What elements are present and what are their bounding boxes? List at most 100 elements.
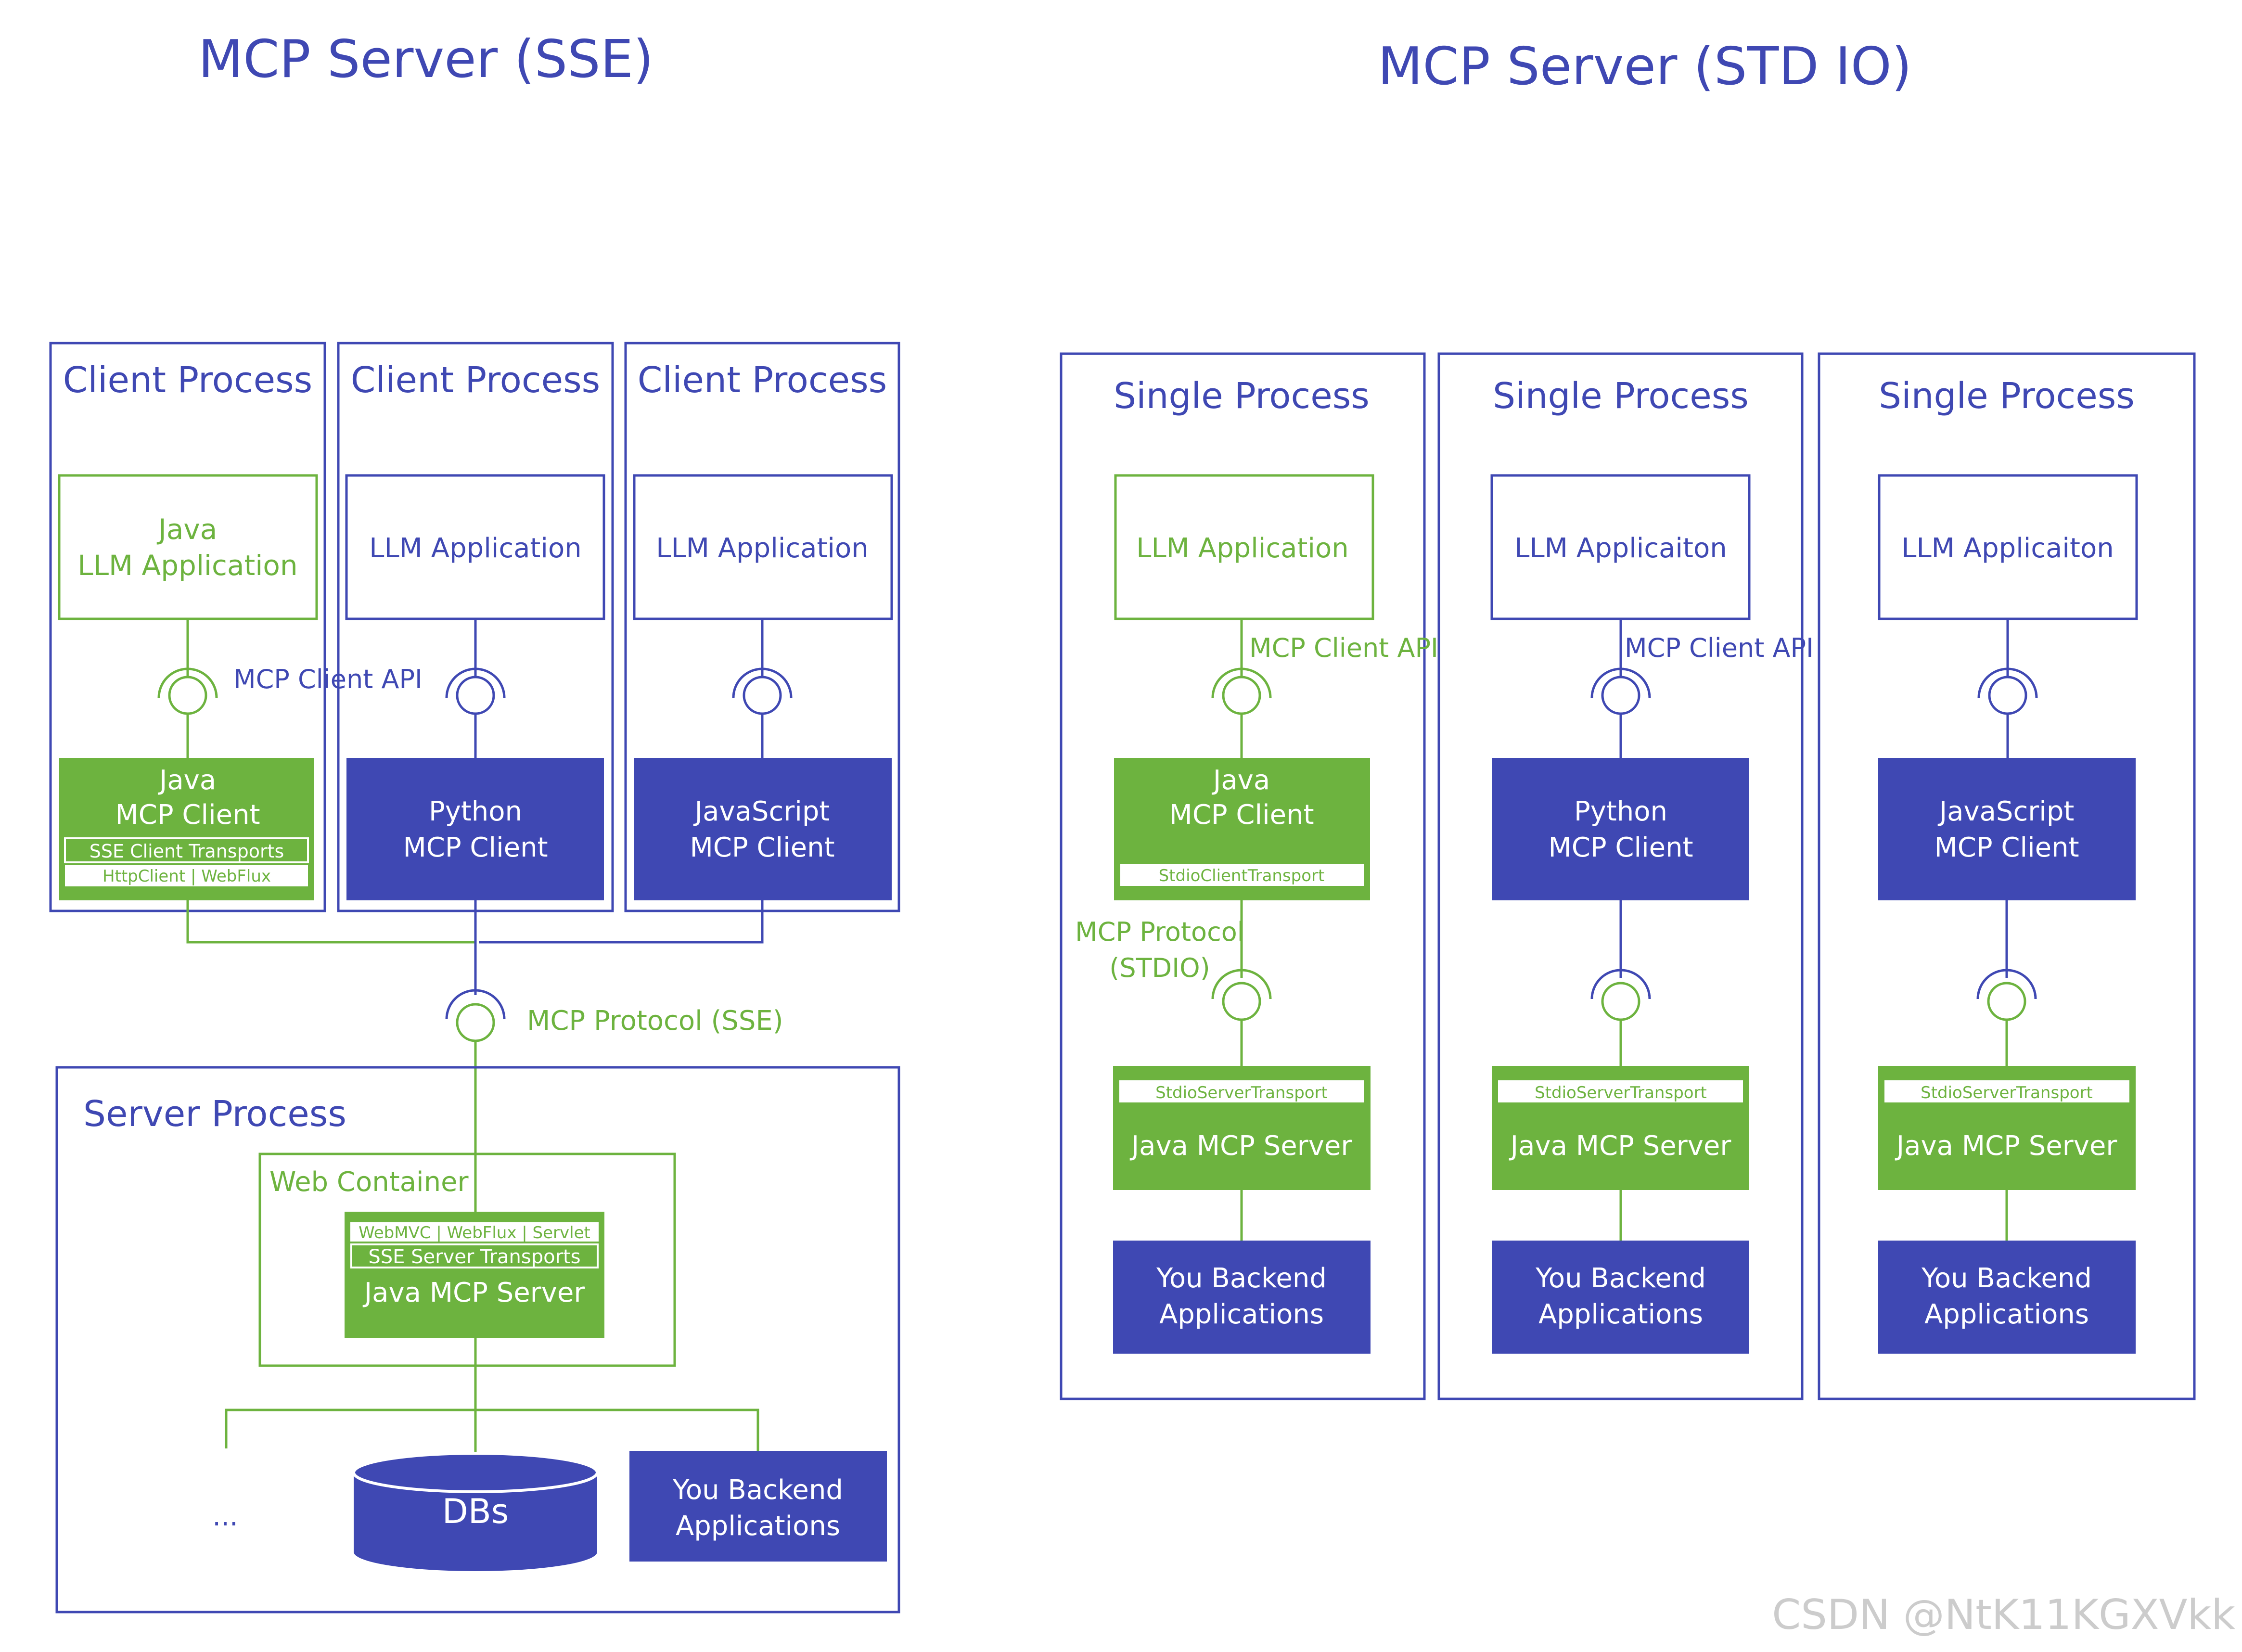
stdio-client-transport-label: StdioClientTransport <box>1159 866 1325 885</box>
sse-server-sub-label: WebMVC | WebFlux | Servlet <box>359 1223 590 1242</box>
java-mcp-client-line2: MCP Client <box>115 799 260 831</box>
java-mcp-client-line1: Java <box>158 765 216 796</box>
protocol-lollipop-icon <box>1222 982 1261 1021</box>
stdio-java-mcp-client-line1: Java <box>1212 765 1270 796</box>
python-mcp-client-line1: Python <box>429 796 522 827</box>
stdio-javascript-mcp-client-line1: JavaScript <box>1938 796 2075 827</box>
api-lollipop-icon <box>1222 676 1261 715</box>
api-socket-icon <box>1977 667 2038 698</box>
stdio-python-mcp-client-box <box>1492 758 1749 900</box>
client-process-title-3: Client Process <box>638 359 887 401</box>
api-lollipop-icon <box>1601 676 1640 715</box>
stdio-backend-3-line1: You Backend <box>1921 1263 2092 1294</box>
sse-client-transports-box <box>64 837 309 863</box>
sse-server-transports-label: SSE Server Transports <box>368 1246 580 1268</box>
dbs-cylinder-icon <box>354 1473 597 1571</box>
web-container-label: Web Container <box>269 1166 469 1198</box>
api-socket-icon <box>1590 667 1651 698</box>
stdio-mcp-client-api-label-2: MCP Client API <box>1625 633 1814 663</box>
python-mcp-client-line2: MCP Client <box>403 832 548 863</box>
server-backend-connectors <box>225 1409 759 1451</box>
stdio-javascript-mcp-client-line2: MCP Client <box>1934 832 2079 863</box>
protocol-lollipop-icon <box>1601 982 1640 1021</box>
single-process-title-1: Single Process <box>1114 375 1370 417</box>
protocol-lollipop-icon <box>456 1003 495 1042</box>
stdio-backend-1-line1: You Backend <box>1156 1263 1327 1294</box>
llm-app-label-3: LLM Application <box>656 533 868 564</box>
single-process-box-1 <box>1060 352 1426 1400</box>
stdio-server-transport-label-3: StdioServerTransport <box>1921 1083 2093 1102</box>
api-lollipop-icon <box>743 676 782 715</box>
api-lollipop-icon <box>168 676 207 715</box>
stdio-backend-box-3 <box>1878 1241 2136 1354</box>
stdio-backend-box-1 <box>1113 1241 1371 1354</box>
stdio-llm-app-label-3: LLM Applicaiton <box>1901 533 2114 564</box>
stdio-python-mcp-client-line1: Python <box>1574 796 1667 827</box>
protocol-lollipop-icon <box>1987 982 2026 1021</box>
stdio-java-mcp-server-label-1: Java MCP Server <box>1130 1130 1353 1162</box>
stdio-java-mcp-server-label-3: Java MCP Server <box>1895 1130 2118 1162</box>
sse-backend-line1: You Backend <box>672 1474 843 1506</box>
stdio-java-mcp-server-label-2: Java MCP Server <box>1509 1130 1732 1162</box>
javascript-client-connector <box>479 900 764 944</box>
stdio-backend-2-line2: Applications <box>1538 1299 1703 1330</box>
api-socket-icon <box>732 667 793 698</box>
sse-java-mcp-server-label: Java MCP Server <box>363 1277 586 1308</box>
api-lollipop-icon <box>456 676 495 715</box>
stdio-java-mcp-client-line2: MCP Client <box>1169 799 1314 831</box>
protocol-socket-icon <box>1211 969 1272 999</box>
javascript-mcp-client-line2: MCP Client <box>690 832 834 863</box>
client-process-title-1: Client Process <box>63 359 312 401</box>
stdio-llm-app-label-2: LLM Applicaiton <box>1514 533 1727 564</box>
client-process-title-2: Client Process <box>351 359 600 401</box>
api-socket-icon <box>157 667 218 698</box>
server-process-box <box>55 1066 900 1614</box>
server-process-title: Server Process <box>83 1093 346 1135</box>
llm-app-label-2: LLM Application <box>369 533 581 564</box>
stdio-backend-1-line2: Applications <box>1159 1299 1324 1330</box>
javascript-mcp-client-box <box>634 758 892 900</box>
java-llm-app-line2: LLM Application <box>77 549 297 582</box>
python-mcp-client-box <box>346 758 604 900</box>
sse-backend-box <box>629 1451 887 1562</box>
stdio-llm-app-label-1: LLM Application <box>1136 533 1348 564</box>
stdio-javascript-mcp-client-box <box>1878 758 2136 900</box>
mcp-protocol-sse-label: MCP Protocol (SSE) <box>527 1005 783 1037</box>
stdio-backend-box-2 <box>1492 1241 1749 1354</box>
mcp-client-api-label: MCP Client API <box>233 664 423 694</box>
sse-client-transports-label: SSE Client Transports <box>90 841 284 862</box>
more-ellipsis: ... <box>212 1501 238 1532</box>
java-llm-app-line1: Java <box>157 513 218 546</box>
single-process-title-2: Single Process <box>1493 375 1749 417</box>
protocol-socket-icon <box>1590 969 1651 999</box>
stdio-server-transport-label-2: StdioServerTransport <box>1535 1083 1707 1102</box>
sse-client-transports-sub: HttpClient | WebFlux <box>102 867 271 886</box>
stdio-mcp-client-api-label-1: MCP Client API <box>1249 633 1438 663</box>
single-process-box-3 <box>1818 352 2196 1400</box>
api-socket-icon <box>445 667 506 698</box>
java-client-connector <box>186 900 475 944</box>
single-process-box-2 <box>1437 352 1804 1400</box>
single-process-title-3: Single Process <box>1879 375 2135 417</box>
api-lollipop-icon <box>1988 676 2027 715</box>
sse-title: MCP Server (SSE) <box>198 29 653 90</box>
javascript-mcp-client-line1: JavaScript <box>693 796 830 827</box>
stdio-llm-app-box-1 <box>1114 474 1374 620</box>
stdio-backend-3-line2: Applications <box>1924 1299 2089 1330</box>
stdio-protocol-label-line2: (STDIO) <box>1109 953 1210 983</box>
web-container-box <box>258 1153 676 1367</box>
api-socket-icon <box>1211 667 1272 698</box>
stdio-python-mcp-client-line2: MCP Client <box>1548 832 1693 863</box>
java-llm-app-box <box>58 474 318 620</box>
dbs-label: DBs <box>442 1492 509 1531</box>
sse-server-transports-box <box>350 1243 599 1268</box>
watermark: CSDN @NtK11KGXVkk <box>1772 1591 2235 1639</box>
stdio-protocol-label-line1: MCP Protocol <box>1075 917 1244 947</box>
stdio-server-transport-label-1: StdioServerTransport <box>1155 1083 1328 1102</box>
stdio-title: MCP Server (STD IO) <box>1378 37 1912 97</box>
protocol-socket-icon <box>1976 969 2037 999</box>
sse-backend-line2: Applications <box>676 1511 840 1542</box>
protocol-socket-icon <box>445 989 506 1020</box>
stdio-backend-2-line1: You Backend <box>1535 1263 1706 1294</box>
